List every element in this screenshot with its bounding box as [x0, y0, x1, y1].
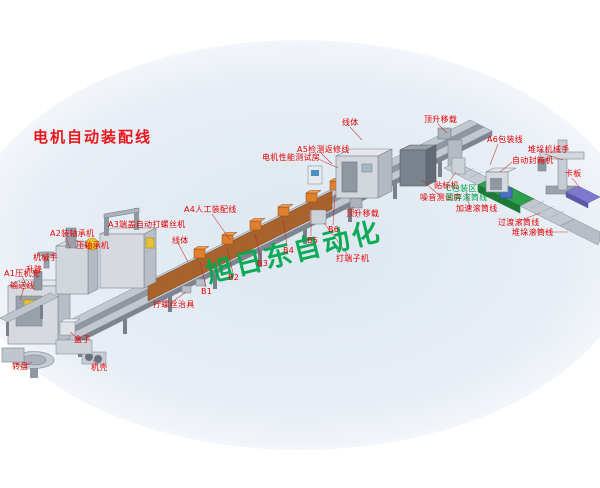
- terminal-machine-unit: [309, 209, 327, 225]
- label-pallet: 卡板: [565, 169, 582, 178]
- belt-section: [147, 190, 333, 302]
- lift-unit: [33, 271, 43, 291]
- label-b6: B6: [328, 225, 340, 234]
- label-stacking-roller: 堆垛滚筒线: [512, 228, 554, 237]
- label-screw-fixture: 拧螺丝治具: [153, 300, 195, 309]
- label-box: 盒子: [74, 335, 91, 344]
- stacking-robot-unit: [537, 139, 585, 195]
- label-a1-machine: A1压机壳: [4, 269, 41, 278]
- label-c-packing-area: C包装区: [446, 184, 477, 193]
- label-motor-test-room: 电机性能测试房: [262, 153, 321, 162]
- motor-shell-tray: [55, 339, 107, 365]
- label-buffer-roller: 暂存滚筒线: [446, 193, 488, 202]
- label-b5: B5: [307, 236, 319, 245]
- label-carton-sealer: 自动封箱机: [512, 156, 554, 165]
- pallet-unit: [565, 185, 600, 209]
- label-bearing-press: 压轴承机: [76, 241, 110, 250]
- turntable-unit: [1, 347, 55, 378]
- label-a5-line: A5检测返修线: [297, 145, 350, 154]
- motor-test-chamber: [335, 148, 393, 199]
- lift-transfer-mid: [349, 197, 363, 209]
- label-line-body-1: 线体: [342, 118, 359, 127]
- label-a6-line: A6包装线: [487, 135, 524, 144]
- station-a2-bearing-machine: [55, 227, 99, 295]
- diagram-title: 电机自动装配线: [33, 128, 153, 146]
- noise-test-chamber: [399, 144, 437, 187]
- stacking-roller-conveyor: [559, 218, 600, 246]
- label-b1: B1: [201, 287, 213, 296]
- label-noise-test-room: 噪音测试房: [420, 193, 462, 202]
- label-robot-hand: 机械手: [33, 253, 58, 262]
- robot-hand-arm: [37, 251, 55, 269]
- label-lift-transfer-1: 顶升移载: [424, 115, 458, 124]
- label-terminal-machine: 打端子机: [336, 254, 370, 263]
- label-b4: B4: [283, 246, 295, 255]
- carton-sealer-unit: [485, 167, 517, 193]
- label-conveyor-line: 输送线: [10, 281, 35, 290]
- station-a3-screw-machine: [99, 207, 157, 289]
- label-shell: 机壳: [91, 363, 108, 372]
- labeling-machine-unit: [451, 157, 466, 175]
- infeed-conveyor: [0, 292, 59, 336]
- label-lift-transfer-2: 顶升移载: [346, 209, 380, 218]
- label-a2-machine: A2装轴承机: [50, 229, 95, 238]
- label-line-body-2: 线体: [172, 236, 189, 245]
- label-b2: B2: [228, 273, 240, 282]
- label-stacker-robot: 堆垛机械手: [528, 145, 570, 154]
- label-lift: 升降: [26, 265, 43, 274]
- label-b3: B3: [257, 259, 269, 268]
- label-a4-line: A4人工装配线: [184, 205, 237, 214]
- label-transition-roller: 过渡滚筒线: [498, 218, 540, 227]
- label-a3-machine: A3端盖自动打螺丝机: [108, 220, 186, 229]
- label-accel-roller: 加速滚筒线: [456, 204, 498, 213]
- annotation-leader-lines: [19, 123, 581, 367]
- inspection-unit: [307, 165, 323, 185]
- label-labeler: 贴标机: [434, 181, 459, 190]
- label-turntable: 转盘: [12, 362, 29, 371]
- parts-box: [59, 318, 81, 336]
